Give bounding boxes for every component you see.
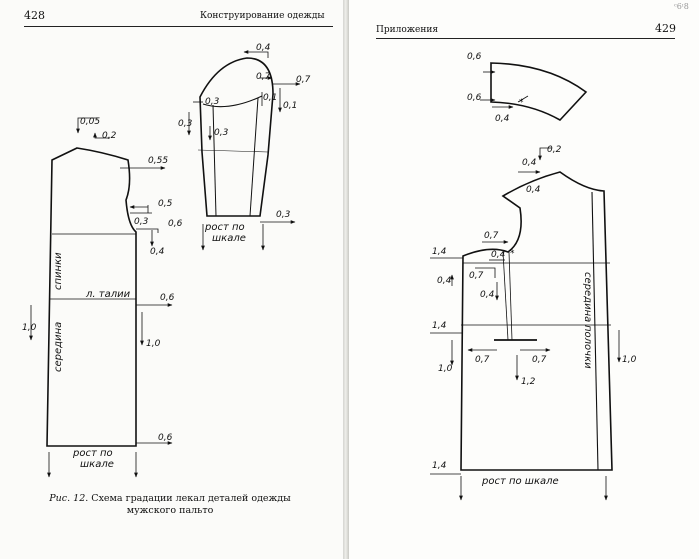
- measure-label: 0,6: [467, 93, 482, 103]
- right-running-head: Приложения: [376, 25, 439, 35]
- measure-label: 0,05: [80, 117, 100, 127]
- caption-text: Схема градации лекал деталей одежды: [91, 493, 291, 504]
- book-gutter: [343, 0, 349, 559]
- front-outline: [460, 171, 613, 471]
- right-header-rule: [376, 38, 675, 39]
- measure-label: 0,1: [283, 101, 297, 111]
- measure-label: 0,4: [256, 43, 271, 53]
- measure-label: 0,6: [467, 52, 482, 62]
- left-running-head: Конструирование одежды: [200, 11, 325, 21]
- measure-label: 0,7: [469, 271, 484, 281]
- measure-label: 0,4: [437, 276, 452, 286]
- measure-label: 0,2: [102, 131, 117, 141]
- measure-label: 1,2: [521, 377, 536, 387]
- measure-label: 0,7: [296, 75, 311, 85]
- measure-label: 0,4: [526, 185, 541, 195]
- right-page: [346, 0, 699, 559]
- measure-label: 0,3: [276, 210, 291, 220]
- measure-label: 0,5: [158, 199, 173, 209]
- measure-label: 0,55: [148, 156, 168, 166]
- measure-label: 0,6: [160, 293, 175, 303]
- measure-label: 1,0: [622, 355, 637, 365]
- measure-label: 1,4: [432, 321, 447, 331]
- measure-label: 1,0: [22, 323, 37, 333]
- size-label: рост по: [72, 448, 113, 459]
- measure-label: 0,3: [178, 119, 193, 129]
- size-label: шкале: [212, 233, 246, 244]
- measure-label: 0,4: [150, 247, 165, 257]
- back-outline: [46, 147, 137, 447]
- waist-line-label: л. талии: [85, 289, 131, 300]
- caption-figure-number: Рис. 12.: [49, 493, 89, 504]
- measure-label: 1,0: [146, 339, 161, 349]
- measure-label: 0,4: [495, 114, 510, 124]
- corner-mark: ᶜ6ᶦ8: [674, 2, 689, 11]
- sleeve-outline: [199, 57, 274, 217]
- measure-label: 0,1: [263, 93, 277, 103]
- left-page-number: 428: [24, 9, 45, 22]
- measure-label: 0,7: [532, 355, 547, 365]
- size-label: рост по: [204, 222, 245, 233]
- measure-label: 1,4: [432, 247, 447, 257]
- measure-label: 0,4: [522, 158, 537, 168]
- measure-label: 0,4: [480, 290, 495, 300]
- front-center-label: середина: [582, 272, 593, 322]
- right-page-number: 429: [655, 22, 676, 35]
- asterisk-mark: *: [510, 249, 515, 259]
- measure-label: 0,6: [168, 219, 183, 229]
- size-label: шкале: [80, 459, 114, 470]
- front-center-label: полочки: [582, 325, 593, 369]
- measure-label: 0,4: [491, 250, 506, 260]
- measure-label: 0,3: [205, 97, 220, 107]
- left-page: [0, 0, 346, 559]
- measure-label: 0,7: [256, 72, 271, 82]
- left-header-rule: [24, 26, 333, 27]
- asterisk-mark: *: [519, 98, 524, 108]
- figure-caption: Рис. 12. Схема градации лекал деталей од…: [40, 493, 300, 517]
- measure-label: 0,2: [547, 145, 562, 155]
- measure-label: 0,7: [484, 231, 499, 241]
- measure-label: 0,3: [214, 128, 229, 138]
- collar-outline: [490, 62, 588, 122]
- measure-label: 0,6: [158, 433, 173, 443]
- measure-label: 1,0: [438, 364, 453, 374]
- size-label: рост по шкале: [481, 476, 559, 487]
- measure-label: 1,4: [432, 461, 447, 471]
- back-center-label: спинки: [53, 252, 64, 290]
- back-center-label: середина: [53, 322, 64, 372]
- measure-label: 0,7: [475, 355, 490, 365]
- caption-text-line2: мужского пальто: [126, 505, 214, 516]
- measure-label: 0,3: [134, 217, 149, 227]
